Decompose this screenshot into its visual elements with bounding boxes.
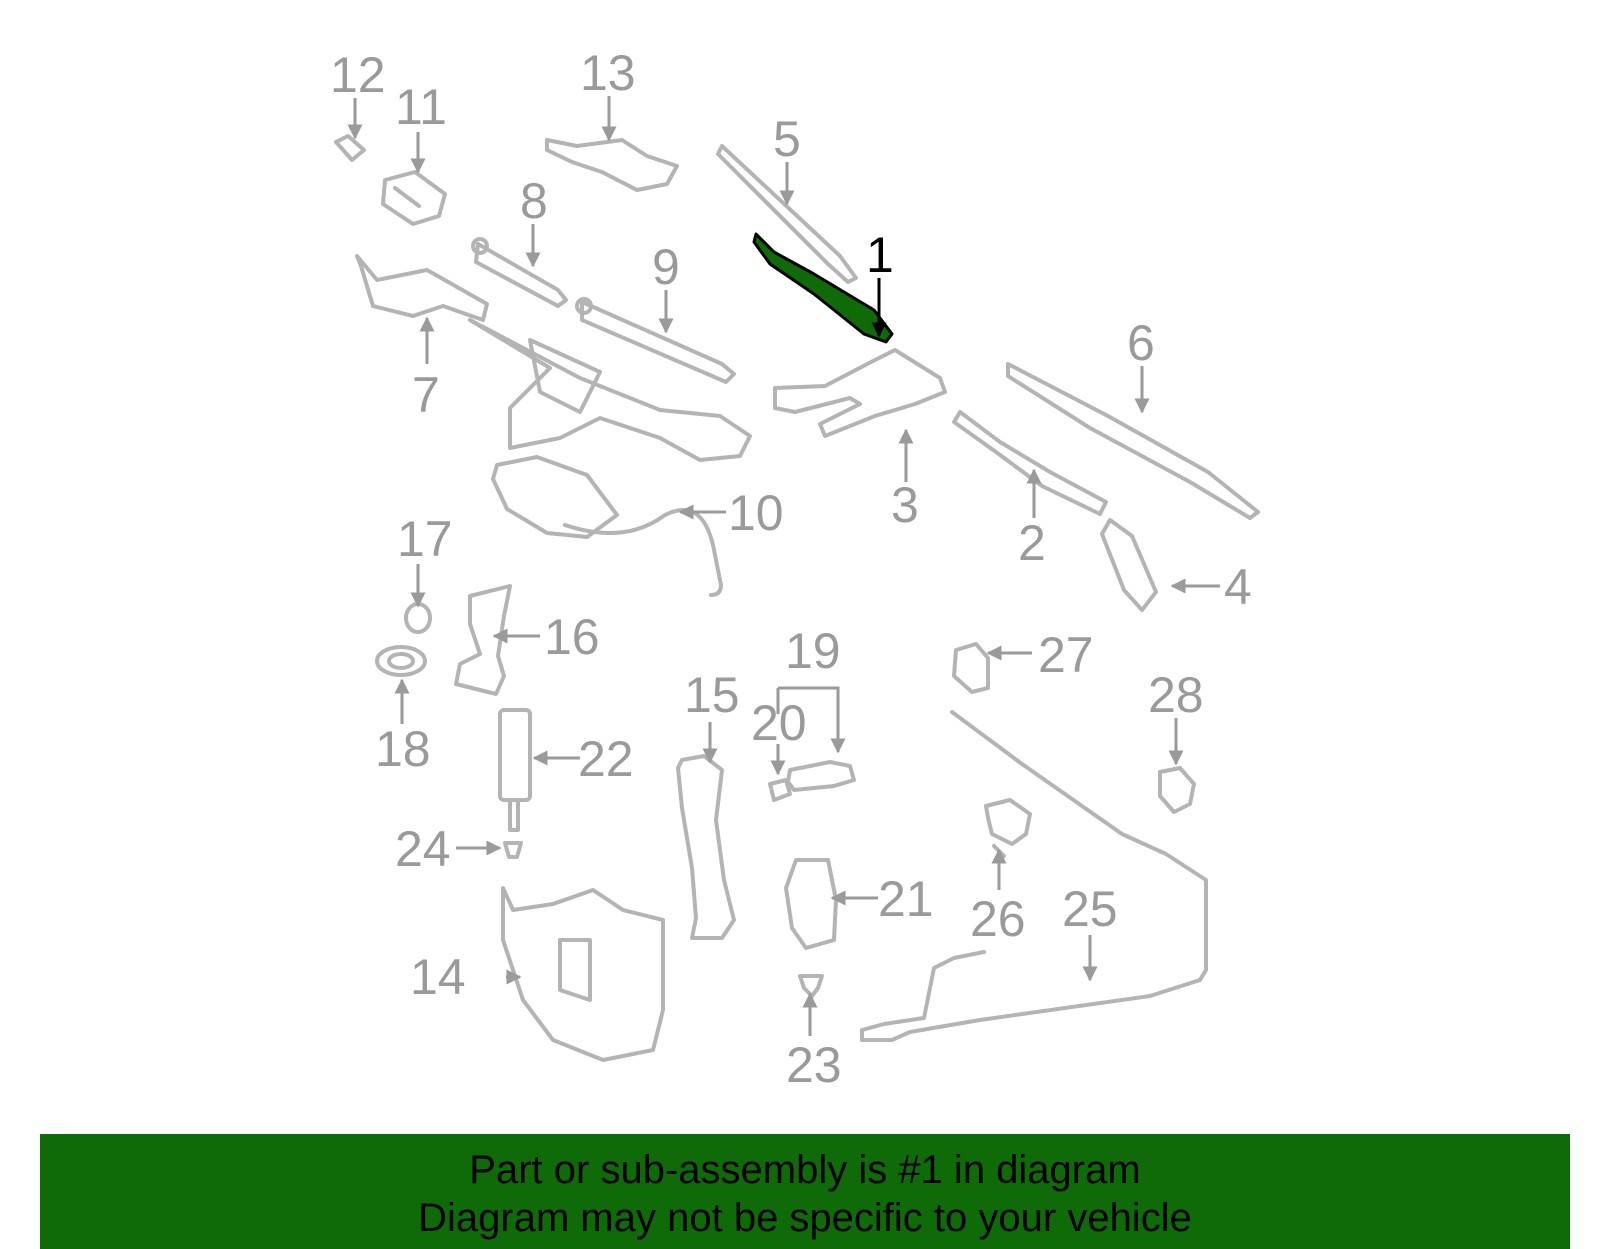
part-28-clip[interactable]: [1158, 766, 1196, 814]
callout-3[interactable]: 3: [891, 477, 919, 533]
part-24-grommet[interactable]: [503, 841, 523, 859]
part-18-seal[interactable]: [375, 645, 427, 677]
part-10-motor[interactable]: [491, 455, 723, 597]
part-13-bracket[interactable]: [545, 138, 679, 192]
part-23-grommet[interactable]: [798, 974, 824, 998]
callout-15[interactable]: 15: [684, 667, 740, 723]
part-14-reservoir[interactable]: [501, 886, 665, 1062]
part-16-bracket[interactable]: [454, 584, 512, 696]
part-4-arm-cover[interactable]: [1100, 518, 1158, 612]
banner-line-2: Diagram may not be specific to your vehi…: [418, 1196, 1192, 1240]
part-7-linkage[interactable]: [355, 254, 752, 462]
callout-21[interactable]: 21: [878, 871, 934, 927]
callout-18[interactable]: 18: [375, 721, 431, 777]
callout-27[interactable]: 27: [1038, 627, 1094, 683]
part-3-pivot-bracket[interactable]: [773, 348, 947, 438]
part-15-hose[interactable]: [676, 754, 736, 940]
callout-17[interactable]: 17: [397, 511, 453, 567]
callout-4[interactable]: 4: [1224, 559, 1252, 615]
part-8-link[interactable]: [471, 237, 568, 308]
banner-line-1: Part or sub-assembly is #1 in diagram: [469, 1148, 1141, 1192]
callout-10[interactable]: 10: [728, 485, 784, 541]
part-12-cap[interactable]: [334, 134, 366, 162]
callout-24[interactable]: 24: [395, 821, 451, 877]
part-17-grommet[interactable]: [404, 602, 432, 634]
callout-19[interactable]: 19: [785, 623, 841, 679]
callout-1[interactable]: 1: [866, 227, 894, 283]
part-27-clip[interactable]: [952, 642, 990, 694]
part-21-pump[interactable]: [784, 858, 838, 950]
callout-labels: 12 11 13 5 1 8 9 7 6 3 2 4 10 17 16 18 2…: [330, 45, 1252, 1093]
callout-5[interactable]: 5: [773, 111, 801, 167]
part-2-arm[interactable]: [952, 410, 1108, 516]
part-20-nozzle[interactable]: [768, 778, 792, 802]
part-6-blade[interactable]: [1006, 362, 1260, 520]
callout-28[interactable]: 28: [1148, 667, 1204, 723]
callout-22[interactable]: 22: [578, 731, 634, 787]
callout-16[interactable]: 16: [544, 609, 600, 665]
callout-12[interactable]: 12: [330, 47, 386, 103]
part-26-valve[interactable]: [984, 798, 1032, 858]
part-19-connector[interactable]: [786, 760, 856, 792]
part-1-wiper-arm[interactable]: [752, 232, 894, 344]
callout-13[interactable]: 13: [580, 45, 636, 101]
callout-23[interactable]: 23: [786, 1037, 842, 1093]
callout-26[interactable]: 26: [970, 891, 1026, 947]
part-25-hose[interactable]: [860, 710, 1208, 1042]
info-banner: Part or sub-assembly is #1 in diagram Di…: [40, 1134, 1570, 1249]
callout-9[interactable]: 9: [652, 239, 680, 295]
callout-14[interactable]: 14: [410, 949, 466, 1005]
leader-lines: [347, 96, 1220, 1036]
callout-25[interactable]: 25: [1062, 881, 1118, 937]
part-11-block[interactable]: [381, 170, 447, 226]
highlighted-part-shape: [752, 232, 894, 344]
callout-2[interactable]: 2: [1018, 515, 1046, 571]
callout-8[interactable]: 8: [520, 173, 548, 229]
part-5-blade[interactable]: [716, 144, 858, 284]
part-22-pump[interactable]: [498, 708, 532, 832]
callout-11[interactable]: 11: [395, 79, 447, 135]
callout-7[interactable]: 7: [412, 367, 440, 423]
callout-20[interactable]: 20: [751, 695, 807, 751]
part-9-link[interactable]: [575, 297, 736, 384]
callout-6[interactable]: 6: [1127, 315, 1155, 371]
